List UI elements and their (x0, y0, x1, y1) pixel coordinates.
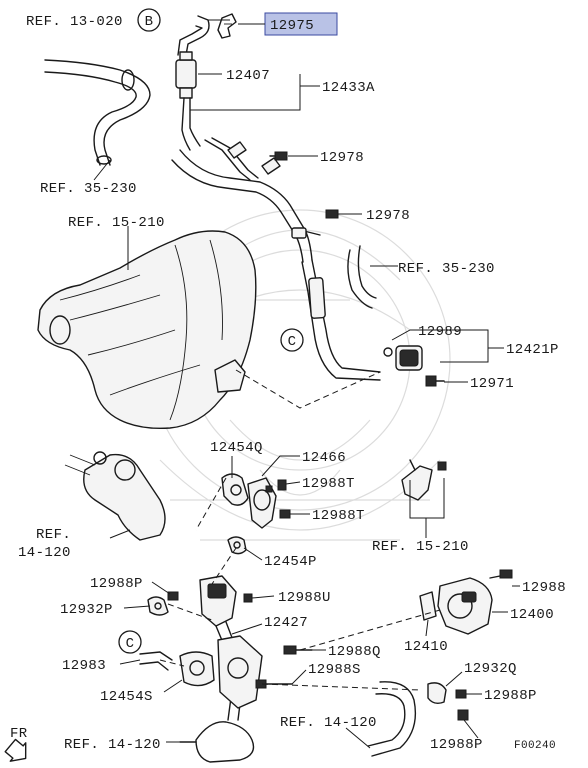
filter-12407-part[interactable] (175, 51, 201, 151)
intake-manifold (37, 230, 257, 430)
part-label-12988Q[interactable]: 12988Q (328, 644, 381, 660)
bolt-12988P-right-a[interactable] (455, 689, 467, 699)
part-label-12400[interactable]: 12400 (510, 607, 554, 623)
ref-14-120-left-line2[interactable]: 14-120 (18, 545, 71, 561)
ref-13-020-label[interactable]: REF. 13-020 (26, 14, 123, 30)
ref-14-120-left-line1[interactable]: REF. (36, 527, 71, 543)
gasket-12410[interactable] (419, 591, 437, 621)
hose-bottom-right (367, 681, 417, 757)
ref-35-230-left-label[interactable]: REF. 35-230 (40, 181, 137, 197)
ref-14-120-mid-label[interactable]: REF. 14-120 (280, 715, 377, 731)
orientation-label: FR (10, 726, 28, 742)
reference-labels: REF. 13-020 REF. 35-230 REF. 15-210 REF.… (18, 14, 495, 753)
callout-c-top[interactable]: C (280, 328, 304, 352)
callout-c-top-label: C (288, 334, 297, 350)
valve-12421P-part[interactable] (383, 345, 423, 371)
ref-14-120-bottom-label[interactable]: REF. 14-120 (64, 737, 161, 753)
gasket-12454Q[interactable] (221, 473, 249, 506)
part-label-12466[interactable]: 12466 (302, 450, 346, 466)
part-label-12988U[interactable]: 12988U (278, 590, 331, 606)
part-label-12407[interactable]: 12407 (226, 68, 270, 84)
clip-12932Q[interactable] (427, 682, 447, 705)
egr-valve-12400[interactable] (437, 569, 513, 635)
egr-actuator (199, 575, 253, 627)
part-label-12988T-a[interactable]: 12988T (302, 476, 355, 492)
egr-valve-body-left (64, 451, 166, 541)
part-label-12932Q[interactable]: 12932Q (464, 661, 517, 677)
callout-b-label: B (145, 14, 154, 30)
part-label-12978-upper[interactable]: 12978 (320, 150, 364, 166)
part-label-12433A[interactable]: 12433A (322, 80, 375, 96)
part-label-12975[interactable]: 12975 (270, 18, 314, 34)
hose-upper-left (44, 59, 151, 166)
part-label-12989[interactable]: 12989 (418, 324, 462, 340)
ref-35-230-right-label[interactable]: REF. 35-230 (398, 261, 495, 277)
bolt-12988P-right-b[interactable] (457, 709, 469, 721)
diagram-code: F00240 (514, 740, 556, 752)
part-number-labels: 12975 12407 12433A 12978 12978 12989 124… (60, 18, 566, 753)
hose-ref-35-230-right (347, 245, 377, 309)
bolt-12988T-a[interactable] (277, 479, 287, 491)
part-label-12988P-left[interactable]: 12988P (90, 576, 143, 592)
gasket-12932P[interactable] (147, 596, 169, 616)
front-direction-arrow: FR (4, 726, 28, 762)
hose-to-valve (301, 259, 381, 381)
bolt-12971[interactable] (425, 375, 445, 387)
bolt-12988T-b[interactable] (279, 509, 291, 519)
pipe-assembly (171, 137, 321, 263)
bolt-12978-lower[interactable] (325, 209, 339, 219)
part-label-12988T-b[interactable]: 12988T (312, 508, 365, 524)
pipe-12427[interactable] (215, 621, 263, 721)
hose-12983[interactable] (139, 651, 173, 671)
part-label-12988P-right-a[interactable]: 12988P (484, 688, 537, 704)
callout-c-bottom-label: C (126, 636, 135, 652)
part-label-12421P[interactable]: 12421P (506, 342, 559, 358)
bolt-12988Q[interactable] (283, 645, 313, 655)
bolt-12988P-left[interactable] (167, 591, 179, 601)
callout-c-bottom[interactable]: C (118, 630, 142, 654)
part-label-12983[interactable]: 12983 (62, 658, 106, 674)
gasket-12454P[interactable] (227, 536, 247, 555)
part-label-12410[interactable]: 12410 (404, 639, 448, 655)
part-label-12454P[interactable]: 12454P (264, 554, 317, 570)
bolt-12988S[interactable] (255, 679, 293, 689)
leader-lines (93, 19, 520, 749)
vacuum-hose-top (177, 15, 210, 56)
part-label-12988P-right-b[interactable]: 12988P (430, 737, 483, 753)
dashed-connectors (159, 369, 441, 691)
bracket-ref-15-210 (401, 459, 447, 501)
part-label-12971[interactable]: 12971 (470, 376, 514, 392)
ref-15-210-top-label[interactable]: REF. 15-210 (68, 215, 165, 231)
part-label-12988S[interactable]: 12988S (308, 662, 361, 678)
part-label-12932P[interactable]: 12932P (60, 602, 113, 618)
part-label-12454S[interactable]: 12454S (100, 689, 153, 705)
ref-15-210-right-label[interactable]: REF. 15-210 (372, 539, 469, 555)
part-label-12988[interactable]: 12988 (522, 580, 566, 596)
part-label-12454Q[interactable]: 12454Q (210, 440, 263, 456)
solenoid-12466[interactable] (247, 477, 277, 529)
bolt-12978-upper[interactable] (269, 151, 288, 161)
callout-b[interactable]: B (137, 8, 161, 32)
gasket-12454S[interactable] (179, 651, 215, 687)
part-label-12978-lower[interactable]: 12978 (366, 208, 410, 224)
part-label-12427[interactable]: 12427 (264, 615, 308, 631)
clip-12975-part[interactable] (217, 13, 237, 39)
